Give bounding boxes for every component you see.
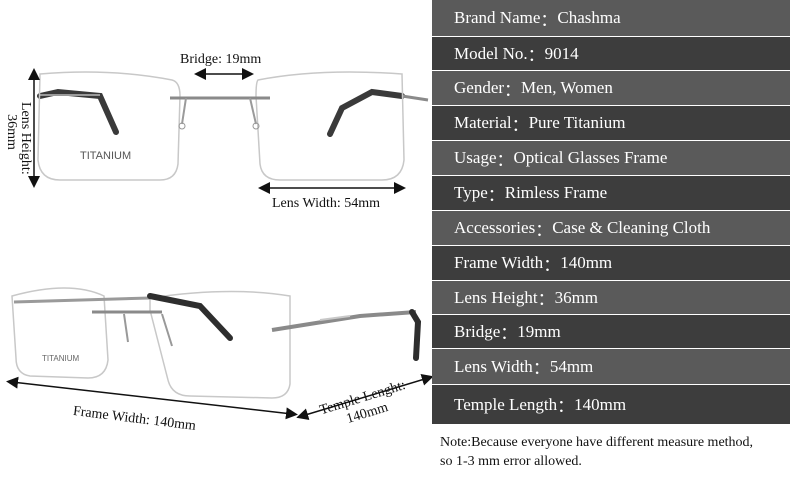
spec-value: 140mm (560, 253, 613, 272)
lens-height-label: Lens Height: 36mm (4, 102, 33, 175)
spec-row-bridge: Bridge：19mm (432, 314, 790, 348)
spec-separator: ： (527, 46, 545, 65)
spec-row-accessories: Accessories：Case & Cleaning Cloth (432, 210, 790, 245)
spec-label: Brand Name (454, 8, 541, 27)
frame-width-arrow (6, 376, 298, 420)
titanium-imprint-front: TITANIUM (80, 150, 132, 162)
spec-row-temple-length: Temple Length：140mm (432, 384, 790, 424)
spec-label: Temple Length (454, 394, 558, 414)
spec-separator: ： (537, 290, 555, 309)
spec-row-type: Type：Rimless Frame (432, 175, 790, 210)
spec-value: Chashma (557, 8, 621, 27)
spec-separator: ： (511, 115, 529, 135)
measurement-note: Note:Because everyone have different mea… (432, 424, 790, 485)
spec-row-frame-width: Frame Width：140mm (432, 245, 790, 280)
side-view-glasses (11, 287, 422, 399)
right-hinge (401, 94, 429, 102)
spec-label: Bridge (454, 321, 501, 341)
spec-label: Type (454, 183, 488, 202)
side-left-lens (11, 287, 109, 379)
spec-row-lens-height: Lens Height：36mm (432, 280, 790, 314)
spec-value: 54mm (549, 356, 594, 376)
spec-row-material: Material：Pure Titanium (432, 105, 790, 140)
spec-row-lens-width: Lens Width：54mm (432, 348, 790, 384)
spec-separator: ： (504, 80, 522, 100)
spec-label: Lens Height (454, 287, 538, 307)
glasses-illustration (6, 68, 432, 421)
spec-label: Usage (454, 148, 497, 167)
spec-row-gender: Gender：Men, Women (432, 70, 790, 105)
product-diagram: Bridge: 19mm Lens Height: 36mm Lens Widt… (4, 52, 432, 434)
spec-label: Gender (454, 78, 505, 97)
spec-separator: ： (557, 397, 575, 416)
spec-separator: ： (496, 150, 514, 170)
spec-separator: ： (535, 220, 553, 240)
spec-separator: ： (540, 10, 558, 30)
front-view-glasses (37, 71, 429, 181)
spec-label: Lens Width (454, 356, 533, 376)
spec-separator: ： (487, 185, 505, 205)
spec-value: Case & Cleaning Cloth (552, 218, 711, 237)
spec-label: Material (454, 113, 512, 132)
side-near-temple-tip (409, 309, 422, 361)
spec-separator: ： (543, 255, 561, 275)
right-temple-tip (327, 88, 405, 137)
note-line1: Note:Because everyone have different mea… (440, 435, 754, 450)
spec-row-usage: Usage：Optical Glasses Frame (432, 140, 790, 175)
spec-value: Pure Titanium (528, 113, 626, 132)
spec-label: Frame Width (454, 253, 544, 272)
spec-value: 140mm (574, 394, 627, 414)
temple-length-arrow (296, 373, 432, 421)
left-temple-tip (37, 88, 119, 135)
bridge-label: Bridge: 19mm (180, 52, 262, 67)
spec-value: 36mm (554, 287, 599, 307)
titanium-imprint-side: TITANIUM (42, 354, 80, 363)
spec-label: Model No. (454, 43, 528, 63)
left-lens (37, 71, 181, 181)
lens-width-label: Lens Width: 54mm (272, 196, 381, 211)
spec-row-model-no-: Model No.：9014 (432, 36, 790, 70)
side-near-temple (271, 310, 417, 332)
side-far-temple-tip (147, 293, 233, 341)
spec-value: Rimless Frame (504, 183, 608, 202)
spec-value: Men, Women (521, 78, 613, 97)
spec-label: Accessories (454, 218, 536, 237)
spec-separator: ： (500, 324, 518, 343)
spec-value: Optical Glasses Frame (513, 148, 668, 167)
spec-row-brand-name: Brand Name：Chashma (432, 0, 790, 36)
lens-height-label-line1: Lens Height: (18, 102, 33, 175)
spec-separator: ： (532, 359, 550, 378)
spec-value: 19mm (517, 321, 561, 341)
lens-height-label-line2: 36mm (4, 114, 19, 150)
spec-value: 9014 (544, 43, 579, 63)
right-lens (255, 71, 405, 181)
note-line2: so 1-3 mm error allowed. (440, 454, 582, 469)
